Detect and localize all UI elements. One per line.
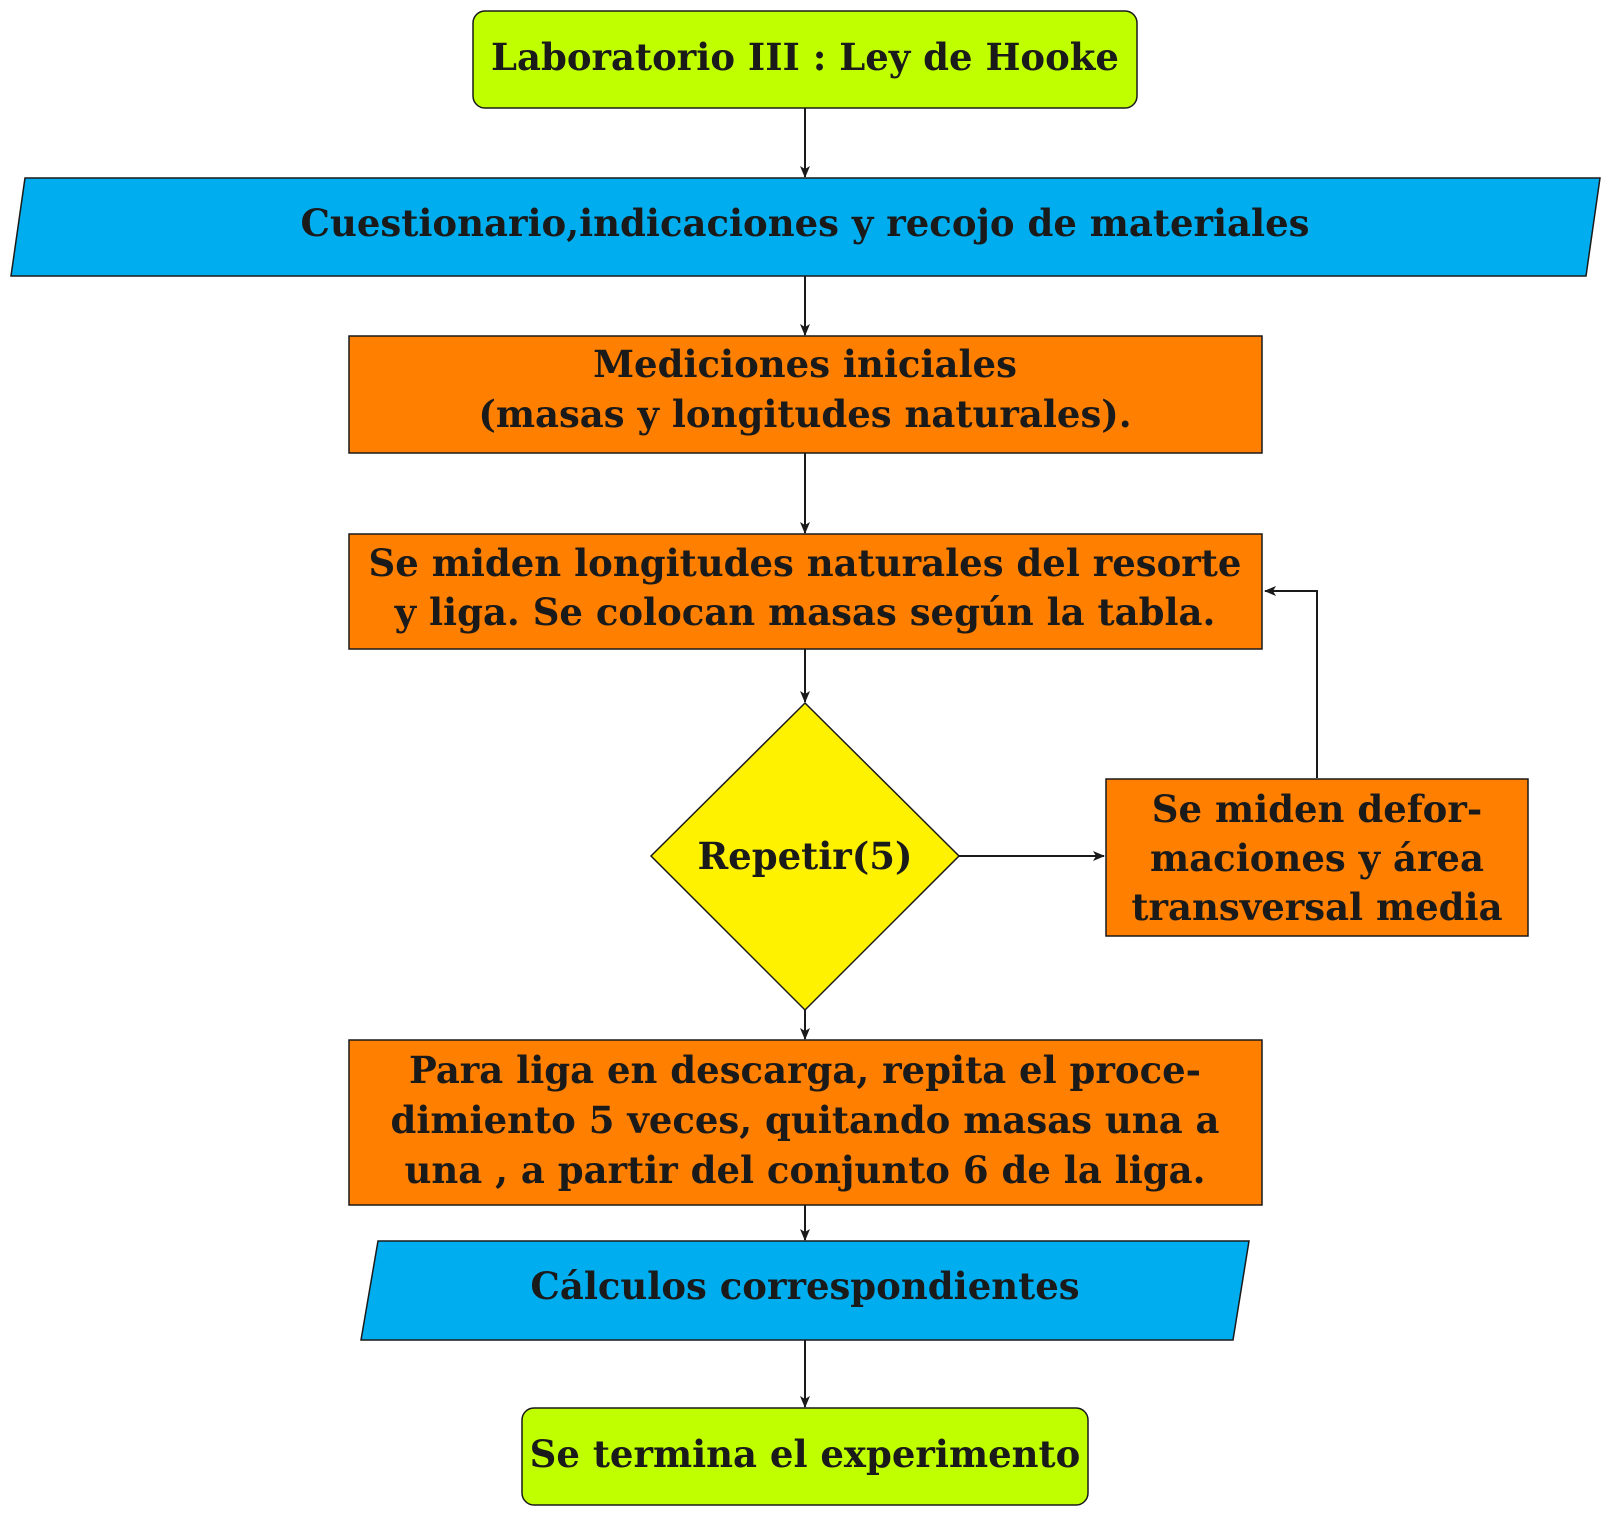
deformations-node: Se miden defor- maciones y área transver…: [1105, 778, 1529, 937]
unloading-node: Para liga en descarga, repita el proce- …: [348, 1039, 1263, 1206]
calculations-shape: [360, 1240, 1250, 1341]
measure-lengths-shape: [348, 533, 1263, 650]
deformations-line-1: Se miden defor-: [1152, 787, 1482, 831]
start-node: Laboratorio III : Ley de Hooke: [472, 10, 1138, 109]
end-shape: [521, 1407, 1089, 1506]
unloading-line-1: Para liga en descarga, repita el proce-: [409, 1048, 1201, 1092]
initial-measurements-node: Mediciones iniciales (masas y longitudes…: [348, 335, 1263, 454]
unloading-line-2: dimiento 5 veces, quitando masas una a: [390, 1098, 1219, 1142]
arrow-loop-back-to-measure: [1264, 586, 1318, 778]
unloading-line-3: una , a partir del conjunto 6 de la liga…: [404, 1148, 1205, 1192]
connectors: [800, 108, 1318, 1408]
repeat-decision-node: Repetir(5): [649, 701, 961, 1012]
materials-shape: [10, 177, 1601, 277]
start-label: Laboratorio III : Ley de Hooke: [491, 35, 1119, 79]
calculations-node: Cálculos correspondientes: [360, 1240, 1250, 1341]
measure-lengths-line-1: Se miden longitudes naturales del resort…: [369, 541, 1242, 585]
repeat-decision-shape: [649, 701, 961, 1012]
measure-lengths-node: Se miden longitudes naturales del resort…: [348, 533, 1263, 650]
initial-measurements-line-2: (masas y longitudes naturales).: [478, 392, 1131, 436]
materials-node: Cuestionario,indicaciones y recojo de ma…: [10, 177, 1601, 277]
deformations-line-2: maciones y área: [1150, 836, 1484, 880]
repeat-decision-label: Repetir(5): [697, 834, 912, 878]
materials-label: Cuestionario,indicaciones y recojo de ma…: [301, 201, 1310, 245]
initial-measurements-line-1: Mediciones iniciales: [593, 342, 1017, 386]
end-node: Se termina el experimento: [521, 1407, 1089, 1506]
measure-lengths-line-2: y liga. Se colocan masas según la tabla.: [394, 590, 1216, 634]
deformations-shape: [1105, 778, 1529, 937]
calculations-label: Cálculos correspondientes: [530, 1264, 1079, 1308]
end-label: Se termina el experimento: [530, 1432, 1081, 1476]
initial-measurements-shape: [348, 335, 1263, 454]
unloading-shape: [348, 1039, 1263, 1206]
deformations-line-3: transversal media: [1131, 885, 1502, 929]
start-shape: [472, 10, 1138, 109]
